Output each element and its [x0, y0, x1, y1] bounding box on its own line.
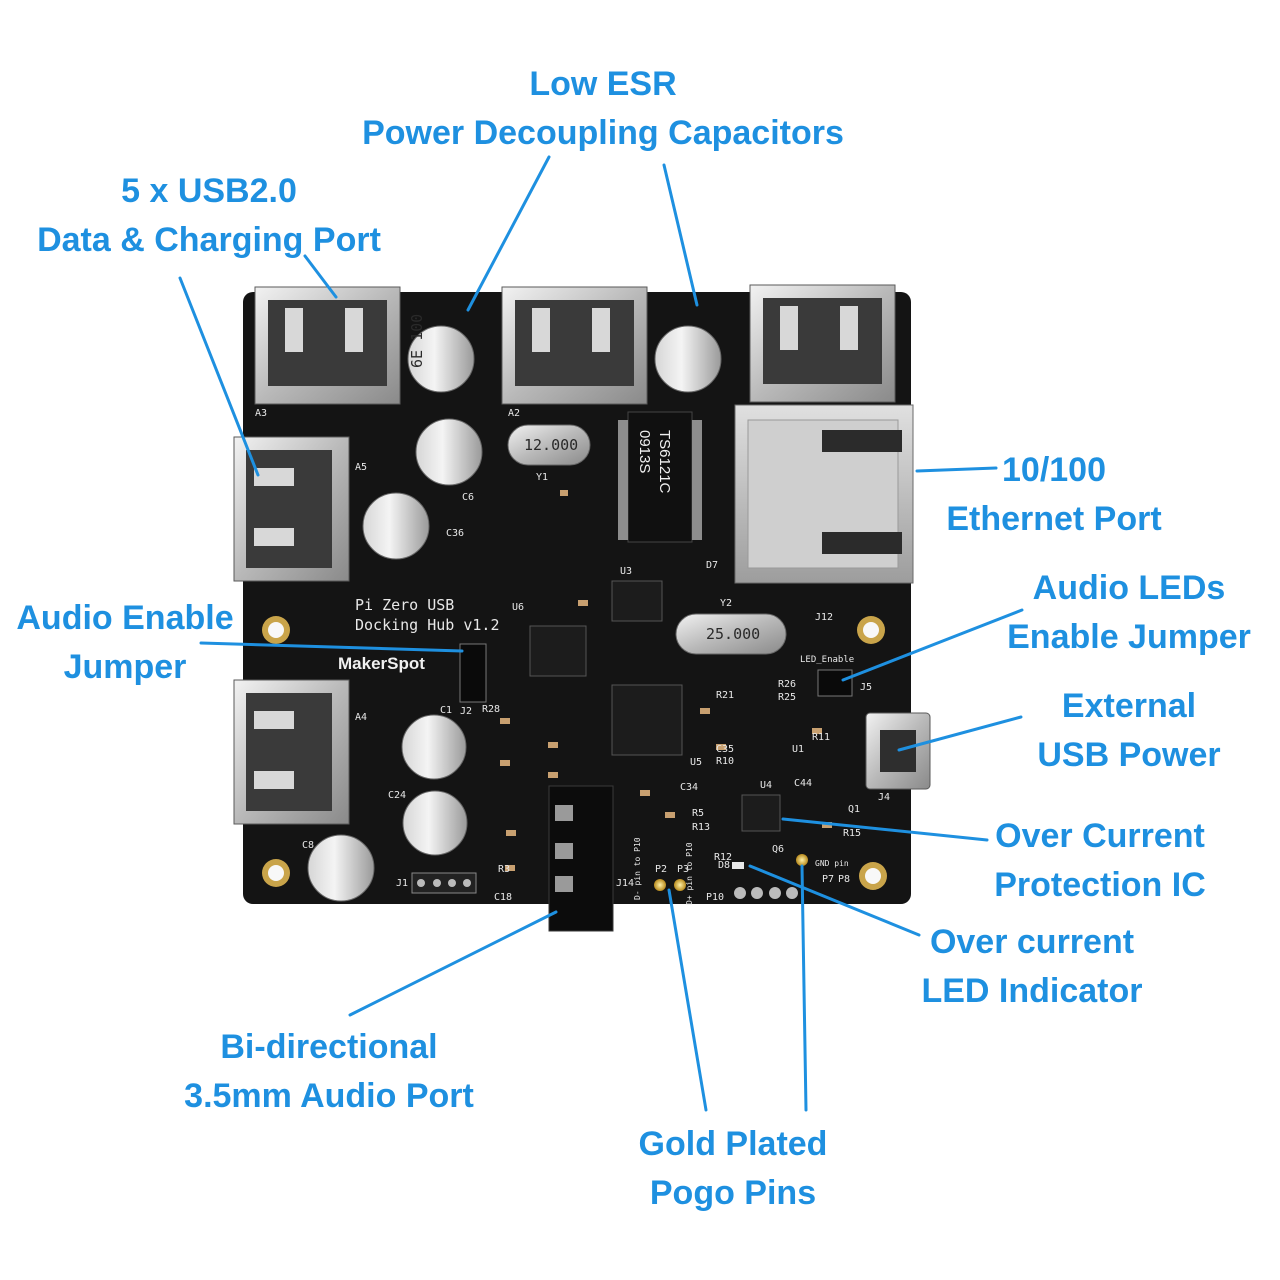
usb-port-a3	[254, 286, 401, 405]
audio-ic-u6	[529, 625, 587, 677]
svg-text:C35: C35	[716, 744, 734, 755]
audio-jack-j14	[548, 785, 614, 932]
smd-components	[500, 490, 832, 871]
board-title-line1: Pi Zero USB	[355, 596, 454, 614]
pogo-pins	[654, 854, 808, 891]
capacitor-c24	[402, 790, 468, 856]
svg-text:J12: J12	[815, 612, 833, 623]
svg-text:C44: C44	[794, 778, 812, 789]
svg-text:R26: R26	[778, 679, 796, 690]
svg-text:25.000: 25.000	[706, 625, 760, 643]
svg-text:R25: R25	[778, 692, 796, 703]
svg-text:Y2: Y2	[720, 598, 732, 609]
svg-text:C24: C24	[388, 790, 406, 801]
svg-text:A3: A3	[255, 408, 267, 419]
usb-port-a4	[233, 679, 350, 825]
capacitor-c36	[362, 492, 430, 560]
dminus-label: D- pin to P10	[633, 837, 642, 900]
svg-text:J1: J1	[396, 878, 408, 889]
svg-text:C1: C1	[440, 705, 452, 716]
svg-text:Q1: Q1	[848, 804, 860, 815]
svg-text:Y1: Y1	[536, 472, 548, 483]
svg-text:C6: C6	[462, 492, 474, 503]
capacitor-top-2	[654, 325, 722, 393]
callout-usb-ports: 5 x USB2.0 Data & Charging Port	[37, 172, 381, 259]
svg-text:P7: P7	[822, 874, 834, 885]
led-enable-label: LED_Enable	[800, 655, 854, 665]
svg-text:0913S: 0913S	[636, 430, 653, 473]
usb-port-top-right	[749, 284, 896, 403]
svg-text:P8: P8	[838, 874, 850, 885]
board-title-line2: Docking Hub v1.2	[355, 616, 500, 634]
svg-text:R28: R28	[482, 704, 500, 715]
svg-text:P3: P3	[677, 864, 689, 875]
dplus-label: D+ pin to P10	[685, 842, 694, 905]
callout-audio-port: Bi-directional 3.5mm Audio Port	[184, 1028, 474, 1115]
usb-port-a2	[501, 286, 648, 405]
led-d8	[732, 862, 744, 869]
callout-external-usb-power: External USB Power	[1037, 687, 1221, 774]
callout-low-esr-capacitors: Low ESR Power Decoupling Capacitors	[362, 65, 844, 152]
svg-text:C36: C36	[446, 528, 464, 539]
svg-text:R13: R13	[692, 822, 710, 833]
audio-enable-jumper	[459, 643, 487, 703]
svg-text:P10: P10	[706, 892, 724, 903]
callout-audio-enable-jumper: Audio Enable Jumper	[16, 599, 234, 686]
reference-designators: A3 A2 A5 A4 J12 J5 J4 J1 J14 J2 U1 U3 U4…	[255, 408, 890, 903]
svg-text:C8: C8	[302, 840, 314, 851]
callout-audio-leds-jumper: Audio LEDs Enable Jumper	[1007, 569, 1251, 656]
svg-text:U6: U6	[512, 602, 524, 613]
callout-ethernet-port: 10/100 Ethernet Port	[946, 451, 1162, 538]
svg-text:D7: D7	[706, 560, 718, 571]
over-current-ic-u4	[741, 794, 781, 832]
capacitor-top-1: 6E 100	[407, 314, 475, 393]
svg-text:C34: C34	[680, 782, 698, 793]
svg-text:R3: R3	[498, 864, 510, 875]
svg-text:D8: D8	[718, 860, 730, 871]
micro-usb-connector	[865, 712, 931, 790]
svg-text:R11: R11	[812, 732, 830, 743]
svg-text:Q6: Q6	[772, 844, 784, 855]
svg-text:U5: U5	[690, 757, 702, 768]
callout-pogo-pins: Gold Plated Pogo Pins	[638, 1125, 828, 1212]
svg-text:R15: R15	[843, 828, 861, 839]
gnd-pin-label: GND pin	[815, 859, 849, 868]
svg-text:C18: C18	[494, 892, 512, 903]
usb-hub-ic-u5	[611, 684, 683, 756]
callout-over-current-ic: Over Current Protection IC	[994, 817, 1206, 904]
ethernet-jack	[734, 404, 914, 584]
crystal-y1	[507, 424, 591, 466]
svg-text:J4: J4	[878, 792, 890, 803]
audio-led-jumper	[817, 669, 853, 697]
svg-text:12.000: 12.000	[524, 436, 578, 454]
capacitor-c8	[307, 834, 375, 902]
svg-text:TS6121C: TS6121C	[656, 430, 673, 494]
svg-text:U4: U4	[760, 780, 772, 791]
svg-text:6E 100: 6E 100	[408, 314, 426, 368]
svg-text:U1: U1	[792, 744, 804, 755]
svg-text:J2: J2	[460, 706, 472, 717]
svg-text:J14: J14	[616, 878, 634, 889]
usb-port-a5	[233, 436, 350, 582]
capacitor-c1	[401, 714, 467, 780]
svg-text:P2: P2	[655, 864, 667, 875]
capacitor-c6	[415, 418, 483, 486]
svg-text:R21: R21	[716, 690, 734, 701]
brand-logo-text: MakerSpot	[338, 654, 425, 673]
callout-over-current-led: Over current LED Indicator	[921, 923, 1143, 1010]
svg-text:U3: U3	[620, 566, 632, 577]
header-j1	[411, 872, 477, 894]
svg-text:A2: A2	[508, 408, 520, 419]
svg-text:R12: R12	[714, 852, 732, 863]
crystal-y2	[675, 613, 787, 655]
ic-u3	[611, 580, 663, 622]
svg-text:R10: R10	[716, 756, 734, 767]
ethernet-transformer-chip: TS6121C 0913S	[618, 411, 702, 543]
svg-text:A5: A5	[355, 462, 367, 473]
svg-text:A4: A4	[355, 712, 367, 723]
svg-text:J5: J5	[860, 682, 872, 693]
svg-text:R5: R5	[692, 808, 704, 819]
